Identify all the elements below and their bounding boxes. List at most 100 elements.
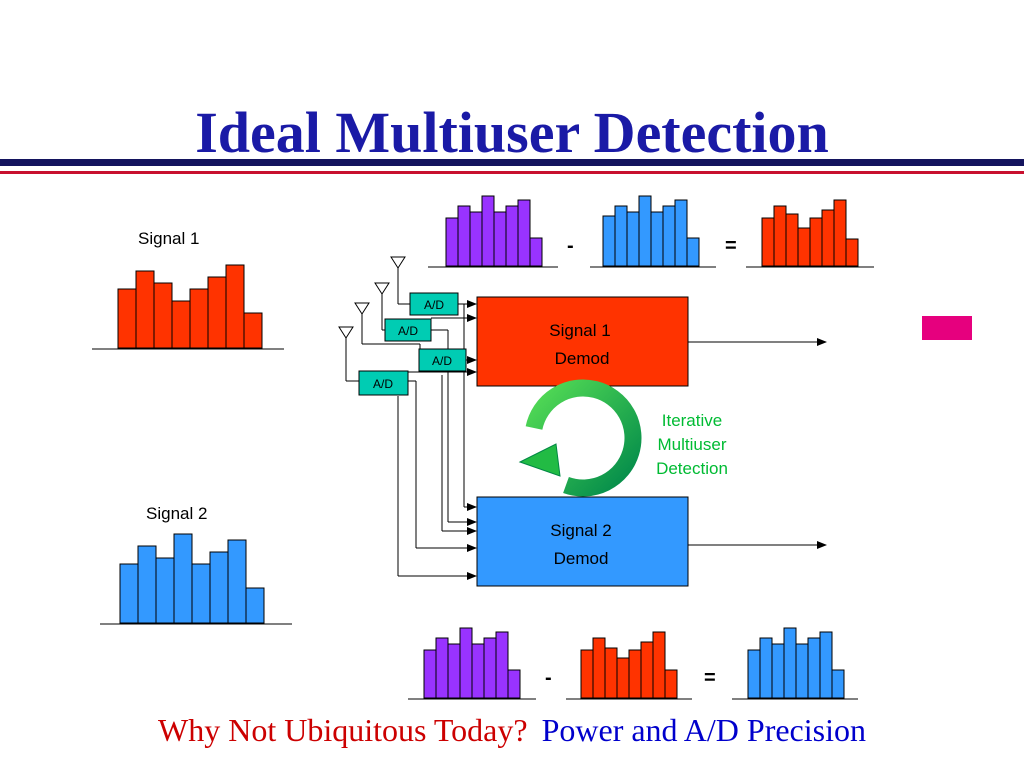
title-underline-navy <box>0 159 1024 166</box>
signal2-demod-line2: Demod <box>554 549 609 568</box>
bar <box>469 211 483 267</box>
adc-wiring <box>397 303 465 576</box>
bar <box>507 669 521 699</box>
signal2-histogram <box>119 533 265 624</box>
bar <box>783 627 797 699</box>
bar <box>153 282 173 349</box>
adc-label: A/D <box>398 324 418 338</box>
demod-input-arrows <box>398 300 477 580</box>
bar <box>191 563 211 624</box>
bar <box>457 205 471 267</box>
bar <box>243 312 263 349</box>
bar <box>797 227 811 267</box>
bar <box>529 237 543 267</box>
bar <box>135 270 155 349</box>
iterative-label-line1: Iterative <box>662 411 722 430</box>
bar <box>686 237 700 267</box>
bar <box>773 205 787 267</box>
bar <box>435 637 449 699</box>
bottom-minus-operator: - <box>545 667 552 689</box>
bar <box>119 563 139 624</box>
bar <box>628 649 642 699</box>
bar <box>650 211 664 267</box>
bar <box>155 557 175 624</box>
bar <box>471 643 485 699</box>
top-combined-histogram <box>445 195 543 267</box>
signal1-demod-block: Signal 1 Demod <box>476 296 689 387</box>
bar <box>225 264 245 349</box>
bar <box>173 533 193 624</box>
slide-footer: Why Not Ubiquitous Today? Power and A/D P… <box>0 708 1024 752</box>
bar <box>447 643 461 699</box>
bar <box>209 551 229 624</box>
adc-box: A/D <box>409 292 459 316</box>
adc-box: A/D <box>418 348 467 372</box>
bar <box>652 631 666 699</box>
antenna-icon <box>338 326 359 382</box>
title-underline-red <box>0 171 1024 174</box>
iterative-label-line3: Detection <box>656 459 728 478</box>
bar <box>483 637 497 699</box>
bar <box>171 300 191 349</box>
bar <box>771 643 785 699</box>
bar <box>493 211 507 267</box>
bar <box>505 205 519 267</box>
bar <box>674 199 688 267</box>
bar <box>245 587 265 624</box>
slide-title: Ideal Multiuser Detection <box>195 100 829 165</box>
bottom-equals-operator: = <box>704 667 716 689</box>
footer-answer: Power and A/D Precision <box>541 712 866 748</box>
legend-swatch <box>922 316 972 340</box>
adc-label: A/D <box>373 377 393 391</box>
bottom-signal2-histogram <box>747 627 845 699</box>
top-minus-operator: - <box>567 235 574 257</box>
bar <box>117 288 137 349</box>
bar <box>207 276 227 349</box>
bar <box>481 195 495 267</box>
bar <box>189 288 209 349</box>
signal1-histogram <box>117 264 263 349</box>
adc-label: A/D <box>424 298 444 312</box>
top-signal1-histogram <box>761 199 859 267</box>
bar <box>821 209 835 267</box>
bar <box>833 199 847 267</box>
bar <box>580 649 594 699</box>
bar <box>592 637 606 699</box>
footer-question: Why Not Ubiquitous Today? <box>158 712 528 748</box>
bar <box>495 631 509 699</box>
bar <box>761 217 775 267</box>
bar <box>845 238 859 267</box>
bar <box>785 213 799 267</box>
bar <box>807 637 821 699</box>
bar <box>747 649 761 699</box>
bar <box>759 637 773 699</box>
adc-box: A/D <box>358 370 409 396</box>
bar <box>602 215 616 267</box>
bar <box>459 627 473 699</box>
bar <box>819 631 833 699</box>
bar <box>638 195 652 267</box>
bar <box>616 657 630 699</box>
bar <box>517 199 531 267</box>
bar <box>795 643 809 699</box>
bottom-combined-histogram <box>423 627 521 699</box>
bar <box>604 647 618 699</box>
signal1-demod-line2: Demod <box>555 349 610 368</box>
bar <box>445 217 459 267</box>
bar <box>137 545 157 624</box>
adc-box: A/D <box>384 318 432 342</box>
bar <box>664 669 678 699</box>
top-equals-operator: = <box>725 235 737 257</box>
signal2-demod-block: Signal 2 Demod <box>476 496 689 587</box>
signal2-demod-line1: Signal 2 <box>550 521 611 540</box>
signal1-demod-line1: Signal 1 <box>549 321 610 340</box>
bar <box>662 205 676 267</box>
bar <box>809 217 823 267</box>
adc-label: A/D <box>432 354 452 368</box>
bar <box>614 205 628 267</box>
bar <box>423 649 437 699</box>
signal1-label: Signal 1 <box>138 229 199 248</box>
iterative-label-line2: Multiuser <box>658 435 727 454</box>
antenna-icon <box>390 256 410 305</box>
